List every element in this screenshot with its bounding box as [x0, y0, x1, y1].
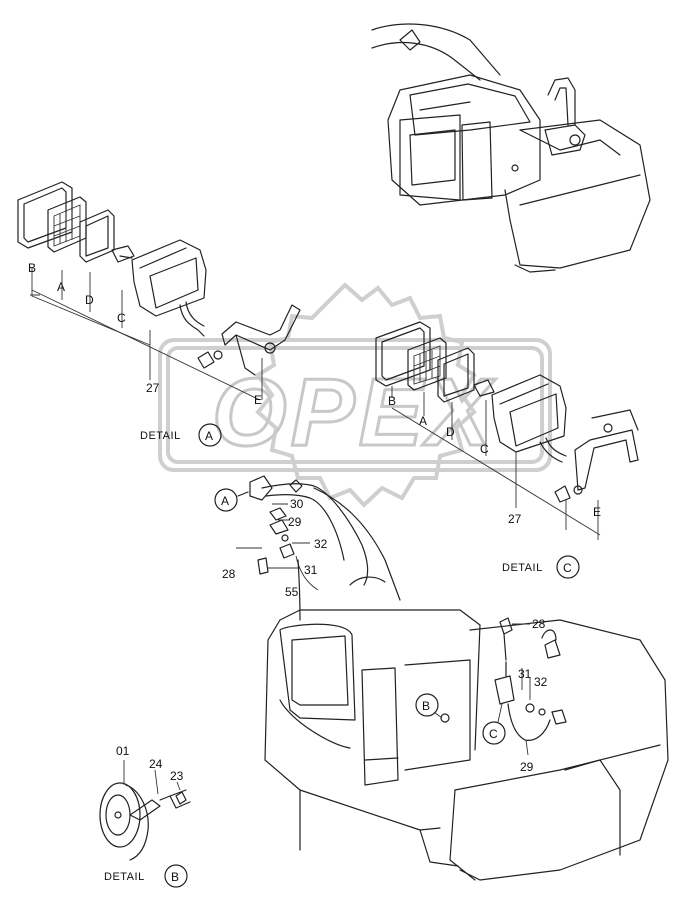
horn-assembly: 01 24 23 — [99, 744, 191, 861]
label-24: 24 — [149, 757, 163, 771]
detail-c-caption: DETAIL C — [502, 555, 580, 579]
label-29: 29 — [288, 515, 302, 529]
detail-b-prefix: DETAIL — [104, 871, 145, 883]
detail-c-prefix: DETAIL — [502, 562, 543, 574]
label-left-C: C — [117, 311, 126, 325]
label-right-27: 27 — [508, 512, 522, 526]
right-lamp-assembly: B A D C 27 E — [375, 321, 639, 540]
label-cab-28: 28 — [532, 617, 546, 631]
detail-a-prefix: DETAIL — [140, 430, 181, 442]
label-28: 28 — [222, 567, 236, 581]
label-30: 30 — [290, 497, 304, 511]
label-right-B: B — [388, 394, 396, 408]
callout-a-circle — [214, 488, 238, 512]
label-left-B: B — [28, 261, 36, 275]
label-cab-29: 29 — [520, 760, 534, 774]
callout-a: A — [221, 494, 229, 508]
detail-a-id: A — [205, 429, 213, 443]
left-lamp-assembly: B A D C 27 E — [17, 181, 301, 407]
label-01: 01 — [116, 744, 130, 758]
detail-c-id: C — [563, 561, 572, 575]
detail-a-caption: DETAIL A — [140, 423, 222, 447]
detail-b-id: B — [171, 870, 179, 884]
label-right-D: D — [446, 425, 455, 439]
label-23: 23 — [170, 769, 184, 783]
label-left-E: E — [254, 393, 262, 407]
label-left-A: A — [57, 280, 65, 294]
label-31: 31 — [304, 563, 318, 577]
excavator-top — [371, 23, 651, 273]
label-55: 55 — [285, 585, 299, 599]
detail-b-caption: DETAIL B — [104, 864, 188, 888]
callout-b-circle — [415, 693, 439, 717]
label-right-C: C — [480, 442, 489, 456]
callout-c-circle — [482, 721, 506, 745]
label-right-E: E — [593, 505, 601, 519]
label-cab-32: 32 — [534, 675, 548, 689]
callout-c: C — [489, 727, 498, 741]
label-left-27: 27 — [146, 381, 160, 395]
excavator-bottom: 28 31 32 29 B C — [264, 609, 669, 881]
boom-wiring: A 30 29 32 28 31 55 — [214, 475, 401, 621]
label-cab-31: 31 — [518, 667, 532, 681]
label-right-A: A — [419, 414, 427, 428]
label-32: 32 — [314, 537, 328, 551]
callout-b: B — [422, 699, 430, 713]
label-left-D: D — [85, 293, 94, 307]
